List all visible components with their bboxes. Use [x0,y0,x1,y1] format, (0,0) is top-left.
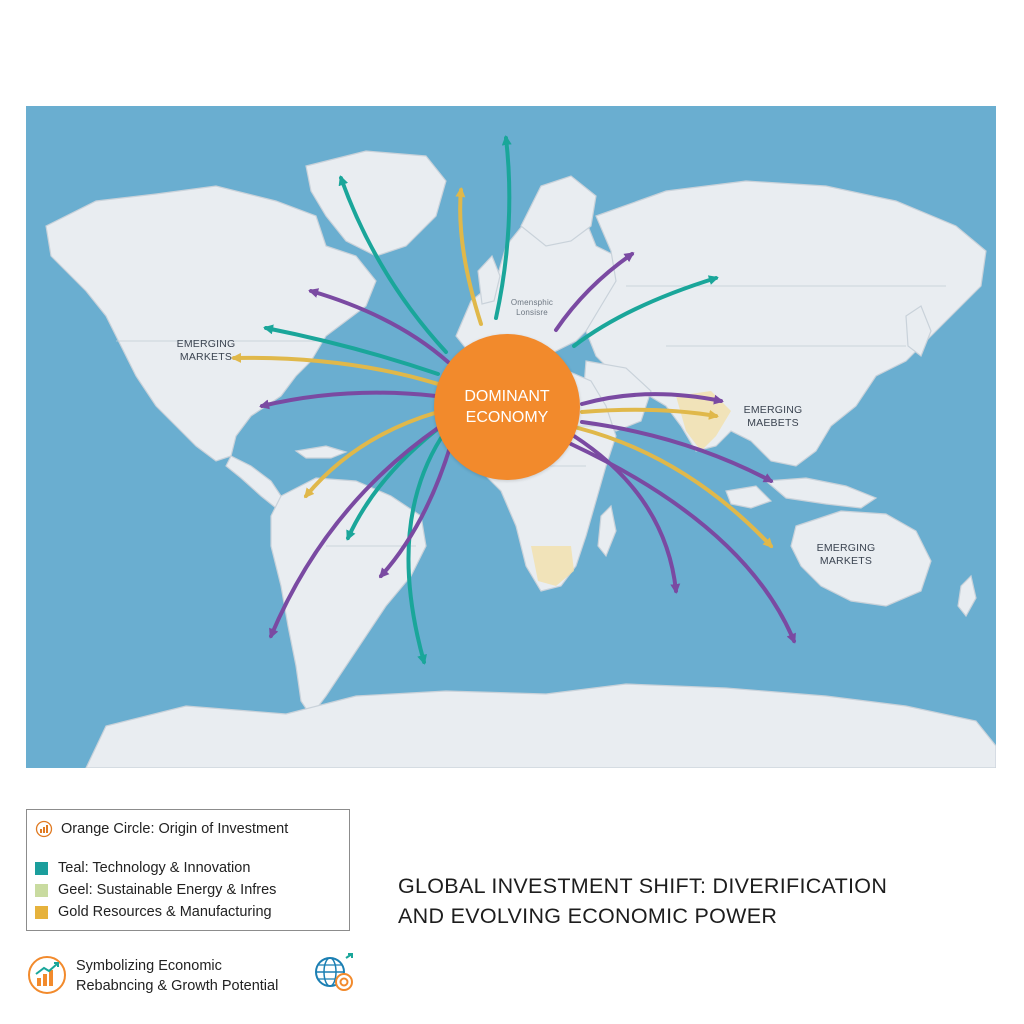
legend-origin: Orange Circle: Origin of Investment [35,820,288,838]
greenland-landmass [305,150,447,257]
flow-arrow-purple [378,442,453,579]
south-africa-highlight [531,546,574,586]
page-title: GLOBAL INVESTMENT SHIFT: DIVERIFICATION … [398,871,887,931]
footer-line-1: Symbolizing Economic [76,958,222,974]
label-emerging-markets-north-america: EMERGING MARKETS [176,338,236,363]
legend-item-label: Gold Resources & Manufacturing [58,904,272,920]
flow-arrow-purple [269,426,440,639]
caribbean-landmass [294,445,348,459]
flow-arrow-purple [569,442,796,644]
new-zealand-landmass [957,574,977,618]
footer-caption: Symbolizing Economic Rebabncing & Growth… [76,956,278,996]
australia-landmass [790,510,932,607]
legend-swatch-teal [35,861,48,875]
flow-arrow-purple [259,390,438,410]
legend-box: Orange Circle: Origin of Investment Teal… [26,809,350,931]
legend-item-teal: Teal: Technology & Innovation [35,860,250,876]
flow-arrow-teal [572,275,719,348]
legend-origin-label: Orange Circle: Origin of Investment [61,821,289,837]
label-emerging-markets-south-asia: EMERGING MAEBETS [743,404,803,429]
globe-target-icon [315,953,353,991]
flow-arrow-teal [263,324,440,376]
antarctica-landmass [85,683,996,768]
indonesia-landmass [725,485,773,509]
legend-item-green: Geel: Sustainable Energy & Infres [35,882,276,898]
madagascar-landmass [597,504,617,558]
footer-line-2: Rebabncing & Growth Potential [76,978,279,994]
japan-landmass [905,305,932,357]
landmasses [45,150,996,768]
flow-arrow-teal [494,135,512,320]
india-highlight [676,391,731,451]
investment-flows [231,135,796,665]
flow-arrow-gold [304,410,440,499]
world-map: EMERGING MARKETS EMERGING MAEBETS EMERGI… [26,106,996,768]
flow-arrow-teal [338,175,448,354]
title-line-2: AND EVOLVING ECONOMIC POWER [398,904,778,928]
label-emerging-markets-oceania: EMERGING MARKETS [816,542,876,567]
flow-arrow-gold [231,352,440,386]
flow-arrow-purple [308,288,450,364]
flow-arrow-gold [455,187,483,326]
dominant-economy-hub: DOMINANT ECONOMY [434,334,580,480]
legend-item-label: Geel: Sustainable Energy & Infres [58,882,277,898]
coin-chart-icon [35,820,53,838]
flow-arrow-purple [554,252,635,332]
legend-swatch-gold [35,905,48,919]
legend-item-label: Teal: Technology & Innovation [58,860,251,876]
uk-landmass [477,254,501,305]
legend-swatch-green [35,883,48,897]
scandinavia-landmass [520,175,597,247]
flow-arrow-gold [576,426,774,549]
flow-arrow-purple [580,392,724,406]
southeast-asia-islands-landmass [764,477,878,509]
title-line-1: GLOBAL INVESTMENT SHIFT: DIVERIFICATION [398,874,888,898]
hub-label: DOMINANT ECONOMY [464,388,550,426]
flow-arrow-gold [580,407,719,420]
flow-arrow-purple [580,420,774,483]
growth-chart-icon [28,956,66,994]
flow-arrow-purple [572,434,681,594]
south-america-landmass [270,477,427,718]
north-america-landmass [45,185,377,462]
label-europe-faint: Omensphic Lonsisre [510,298,554,317]
map-canvas [45,135,996,768]
legend-item-gold: Gold Resources & Manufacturing [35,904,272,920]
